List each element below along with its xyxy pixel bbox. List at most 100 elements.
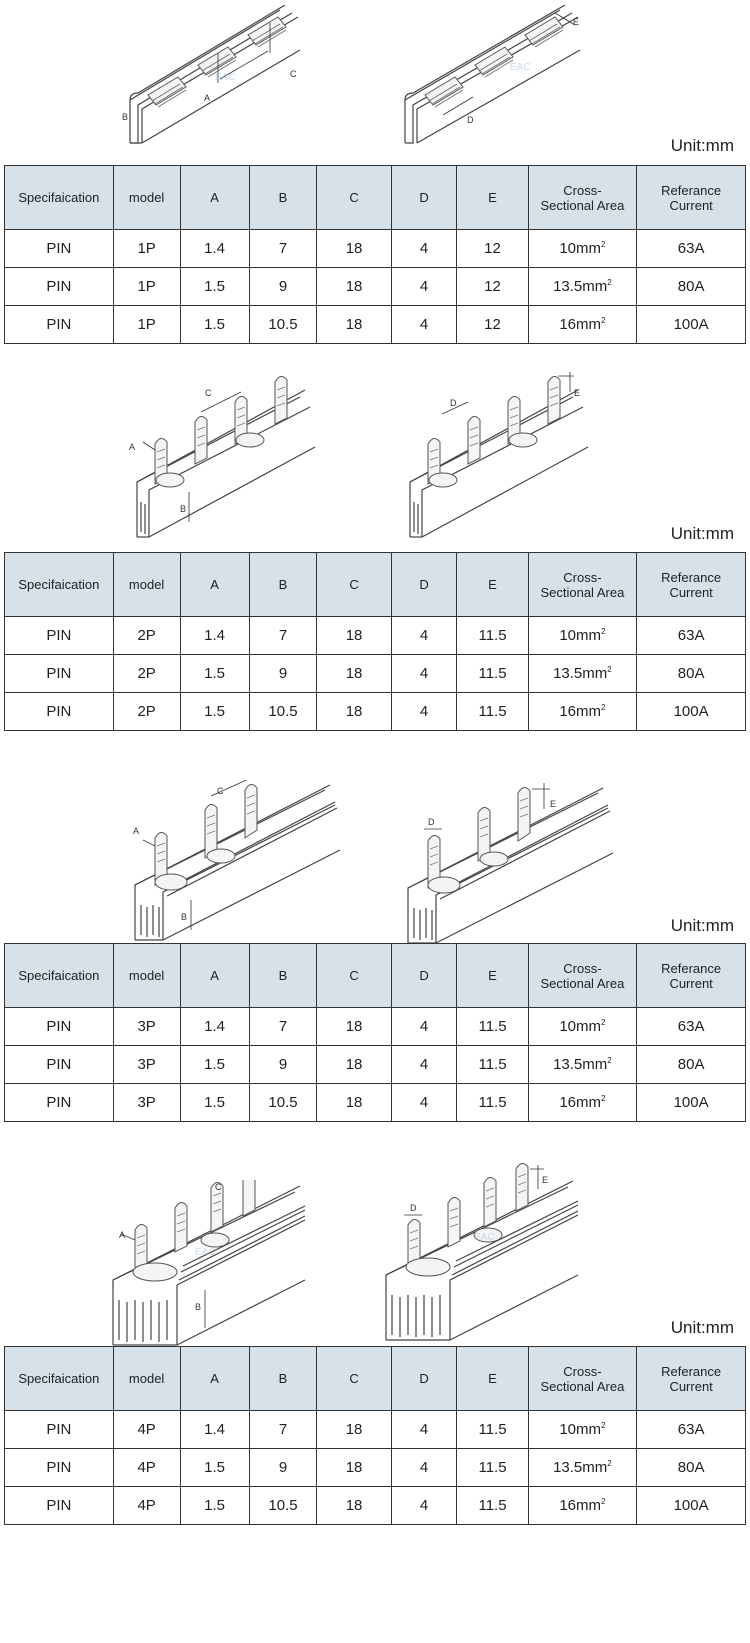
dim-label-a: A [119, 1230, 125, 1240]
cell-e: 12 [456, 305, 529, 344]
table-header-row: Specifaication model A B C D E Cross- Se… [4, 552, 746, 617]
cell-current: 63A [636, 616, 746, 655]
cell-spec: PIN [4, 616, 114, 655]
dim-label-b: B [180, 504, 186, 514]
dim-label-b: B [195, 1302, 201, 1312]
cell-current: 100A [636, 1083, 746, 1122]
cell-model: 3P [112, 1045, 181, 1084]
cell-model: 3P [112, 1007, 181, 1046]
dim-label-a: A [204, 93, 210, 103]
header-a: A [179, 943, 250, 1008]
dim-label-b: B [181, 912, 187, 922]
cell-a: 1.4 [179, 229, 250, 268]
cell-e: 11.5 [456, 1410, 529, 1449]
table-row: PIN 1P 1.5 10.5 18 4 12 16mm2 100A [4, 305, 746, 344]
cell-current: 63A [636, 1410, 746, 1449]
busbar-1p-drawing-left: B A C EAC [120, 5, 320, 155]
cell-area: 13.5mm2 [527, 1448, 638, 1487]
cell-current: 63A [636, 1007, 746, 1046]
cell-spec: PIN [4, 692, 114, 731]
busbar-2p-drawing-left: B C A [125, 372, 325, 542]
header-current: Referance Current [636, 943, 746, 1008]
cell-d: 4 [390, 1045, 458, 1084]
cell-d: 4 [390, 229, 458, 268]
table-row: PIN 1P 1.4 7 18 4 12 10mm2 63A [4, 229, 746, 268]
cell-e: 11.5 [456, 616, 529, 655]
dim-label-d: D [428, 817, 435, 827]
header-b: B [248, 165, 318, 230]
cell-e: 12 [456, 229, 529, 268]
busbar-4p-drawing-right: D E EAC [378, 1155, 598, 1350]
header-area: Cross- Sectional Area [527, 165, 638, 230]
cell-current: 80A [636, 654, 746, 693]
header-b: B [248, 1346, 318, 1411]
header-spec: Specifaication [4, 1346, 114, 1411]
cell-spec: PIN [4, 1448, 114, 1487]
cell-current: 63A [636, 229, 746, 268]
header-a: A [179, 552, 250, 617]
cell-c: 18 [316, 305, 392, 344]
cell-d: 4 [390, 654, 458, 693]
svg-text:EAC: EAC [215, 72, 236, 83]
cell-c: 18 [316, 616, 392, 655]
busbar-1p-drawing-right: D E EAC [395, 5, 615, 155]
cell-c: 18 [316, 229, 392, 268]
cell-model: 4P [112, 1448, 181, 1487]
dim-label-a: A [133, 826, 139, 836]
header-spec: Specifaication [4, 165, 114, 230]
cell-model: 1P [112, 267, 181, 306]
cell-current: 100A [636, 692, 746, 731]
cell-c: 18 [316, 1083, 392, 1122]
svg-text:EAC: EAC [510, 62, 531, 73]
header-b: B [248, 552, 318, 617]
table-row: PIN 2P 1.4 7 18 4 11.5 10mm2 63A [4, 616, 746, 655]
table-row: PIN 4P 1.5 9 18 4 11.5 13.5mm2 80A [4, 1448, 746, 1487]
unit-label: Unit:mm [670, 524, 734, 543]
cell-current: 100A [636, 1486, 746, 1525]
unit-label: Unit:mm [670, 916, 734, 935]
header-e: E [456, 1346, 529, 1411]
cell-model: 1P [112, 305, 181, 344]
table-row: PIN 4P 1.5 10.5 18 4 11.5 16mm2 100A [4, 1486, 746, 1525]
header-e: E [456, 943, 529, 1008]
dim-label-e: E [574, 388, 580, 398]
cell-c: 18 [316, 1486, 392, 1525]
section-4p: B C A EAC [0, 1163, 750, 1643]
header-current: Referance Current [636, 165, 746, 230]
header-d: D [390, 943, 458, 1008]
header-c: C [316, 943, 392, 1008]
header-a: A [179, 1346, 250, 1411]
header-current: Referance Current [636, 552, 746, 617]
cell-area: 16mm2 [527, 1083, 638, 1122]
cell-b: 10.5 [248, 692, 318, 731]
cell-e: 11.5 [456, 1486, 529, 1525]
dim-label-d: D [467, 115, 474, 125]
cell-spec: PIN [4, 1083, 114, 1122]
dim-label-d: D [410, 1203, 417, 1213]
cell-a: 1.5 [179, 654, 250, 693]
dim-label-c: C [290, 69, 297, 79]
cell-model: 2P [112, 616, 181, 655]
cell-d: 4 [390, 616, 458, 655]
header-c: C [316, 1346, 392, 1411]
cell-c: 18 [316, 1410, 392, 1449]
cell-c: 18 [316, 1045, 392, 1084]
busbar-3p-drawing-left: B C A [125, 780, 345, 950]
cell-c: 18 [316, 267, 392, 306]
cell-current: 100A [636, 305, 746, 344]
header-model: model [112, 1346, 181, 1411]
table-header-row: Specifaication model A B C D E Cross- Se… [4, 1346, 746, 1411]
cell-d: 4 [390, 305, 458, 344]
cell-a: 1.4 [179, 1007, 250, 1046]
cell-c: 18 [316, 654, 392, 693]
cell-d: 4 [390, 1448, 458, 1487]
header-a: A [179, 165, 250, 230]
spec-table-4p: Specifaication model A B C D E Cross- Se… [4, 1346, 746, 1525]
cell-b: 7 [248, 229, 318, 268]
cell-spec: PIN [4, 654, 114, 693]
cell-model: 2P [112, 654, 181, 693]
cell-b: 10.5 [248, 1083, 318, 1122]
cell-model: 1P [112, 229, 181, 268]
cell-a: 1.5 [179, 1083, 250, 1122]
cell-c: 18 [316, 1007, 392, 1046]
